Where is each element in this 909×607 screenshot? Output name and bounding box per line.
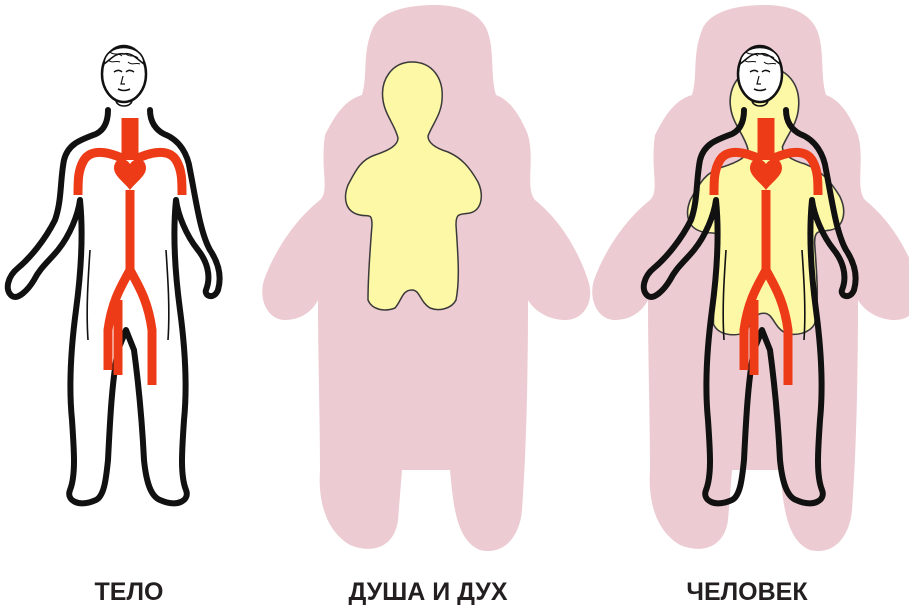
- heart-icon: [114, 159, 146, 190]
- caption-soul-spirit: ДУША И ДУХ: [318, 578, 538, 607]
- caption-body: ТЕЛО: [74, 578, 184, 607]
- caption-human: ЧЕЛОВЕК: [652, 578, 842, 607]
- soul-spirit-figure: [262, 5, 590, 551]
- head-face-icon: [102, 46, 146, 106]
- human-figure: [592, 5, 909, 551]
- body-figure: [8, 46, 220, 503]
